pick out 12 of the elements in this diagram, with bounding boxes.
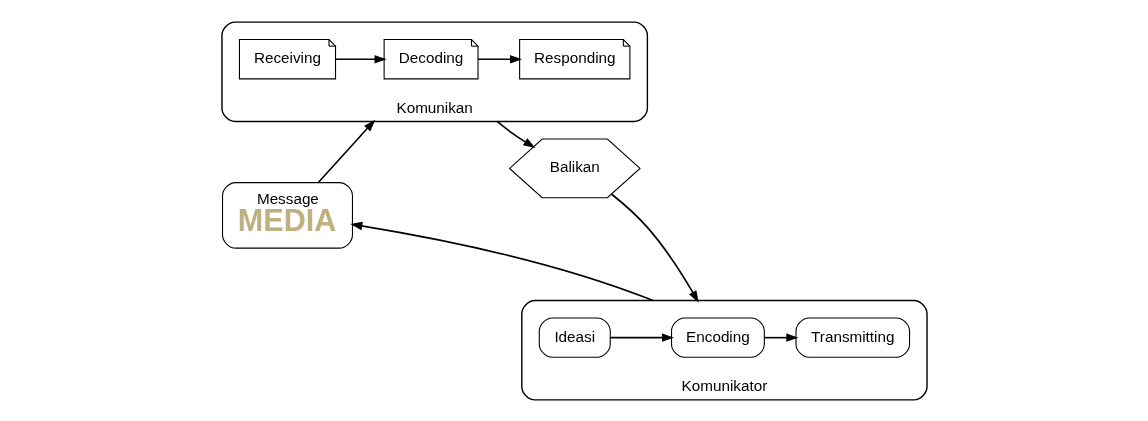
arrow (334, 54, 387, 63)
arrow (476, 54, 522, 63)
arrow (609, 332, 674, 342)
node-box: Encoding (670, 316, 765, 358)
arrow (495, 120, 535, 148)
arrow (763, 332, 798, 342)
arrow (317, 119, 375, 183)
node-box: Ideasi (538, 316, 611, 358)
arrow (349, 221, 654, 301)
node-box: Message MEDIA (221, 181, 353, 249)
node-box: Transmitting (794, 316, 910, 358)
arrow (610, 192, 699, 303)
